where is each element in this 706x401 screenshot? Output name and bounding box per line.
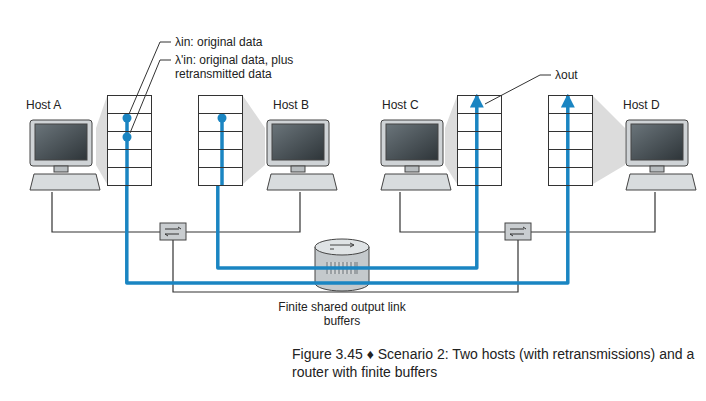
- host-label: Host A: [26, 98, 61, 112]
- rate-callout: λ'in: original data, plus retransmitted …: [175, 53, 325, 81]
- buffer-shade: [243, 96, 265, 184]
- buffer-shade: [593, 96, 625, 184]
- buffer-shade: [445, 96, 457, 184]
- buffer-queue: Host B: [198, 95, 243, 186]
- buffer-queue: Host D: [548, 95, 593, 186]
- figure-caption: Figure 3.45 ♦ Scenario 2: Two hosts (wit…: [292, 345, 700, 381]
- data-flow-path: [127, 95, 568, 283]
- lan-wires: [52, 192, 655, 292]
- rate-callout: λin: original data: [175, 35, 262, 49]
- buffer-queue: Host A: [107, 95, 152, 186]
- host-label: Host D: [623, 98, 660, 112]
- buffer-queue: Host C: [457, 95, 502, 186]
- router-label: Finite shared output link buffers: [267, 300, 417, 328]
- data-flow-path: [218, 95, 477, 268]
- host-label: Host C: [382, 98, 419, 112]
- rate-callout: λout: [555, 68, 578, 82]
- buffer-shade: [96, 96, 107, 184]
- host-label: Host B: [273, 98, 309, 112]
